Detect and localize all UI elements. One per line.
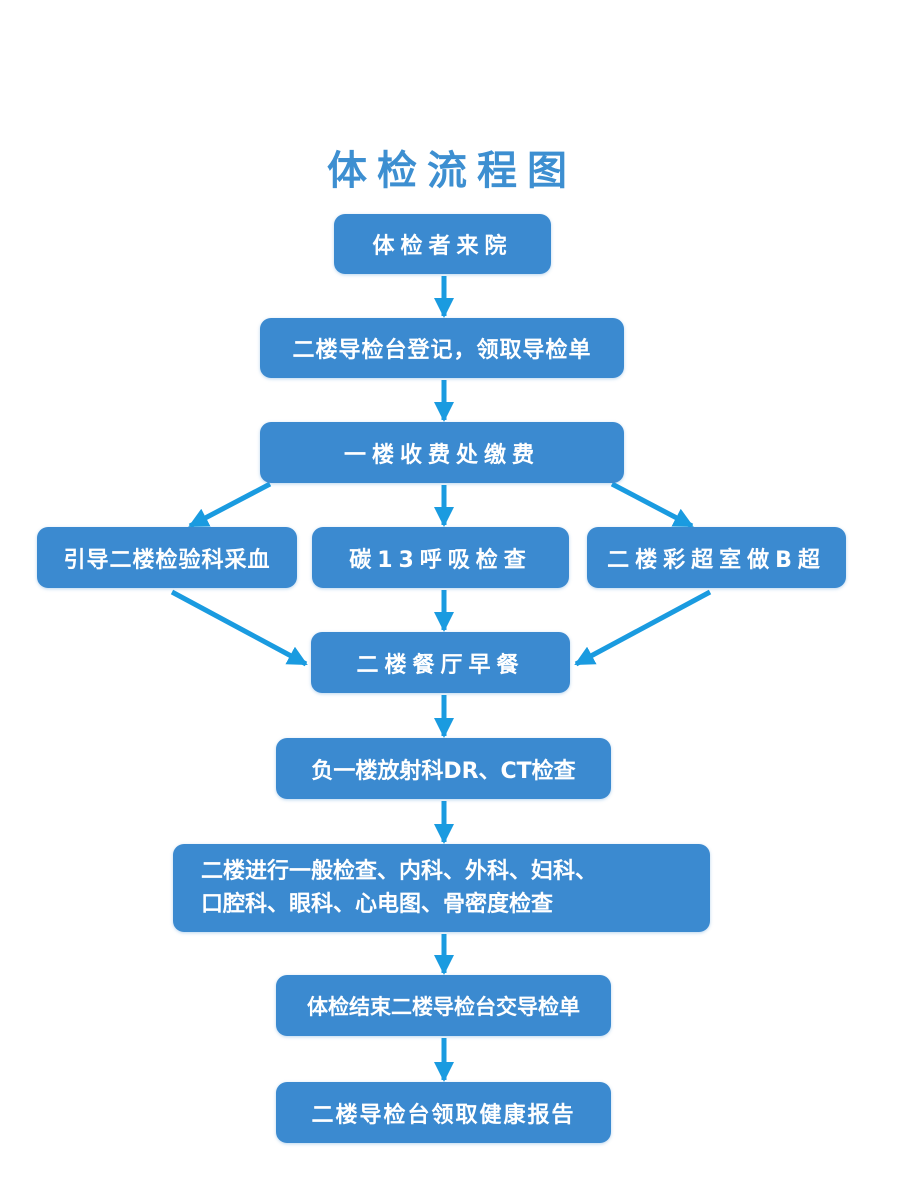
step-radiology: 负一楼放射科DR、CT检查 [276,738,611,799]
step-label-line-1: 二楼进行一般检查、内科、外科、妇科、 [201,859,598,884]
step-label: 二楼导检台登记，领取导检单 [292,338,592,363]
step-arrive: 体检者来院 [334,214,551,274]
step-label-line-2: 口腔科、眼科、心电图、骨密度检查 [201,892,554,917]
step-label: 二楼餐厅早餐 [356,652,525,678]
step-report: 二楼导检台领取健康报告 [276,1082,611,1143]
step-general: 二楼进行一般检查、内科、外科、妇科、 口腔科、眼科、心电图、骨密度检查 [173,844,710,932]
step-label: 一楼收费处缴费 [343,442,540,468]
step-label: 碳13呼吸检查 [349,547,532,573]
step-breakfast: 二楼餐厅早餐 [311,632,570,693]
step-breath: 碳13呼吸检查 [312,527,569,588]
step-label: 负一楼放射科DR、CT检查 [311,758,576,784]
step-finish: 体检结束二楼导检台交导检单 [276,975,611,1036]
arrow-ultrasound-breakfast [574,589,712,667]
step-payment: 一楼收费处缴费 [260,422,624,483]
step-ultrasound: 二楼彩超室做B超 [587,527,846,588]
diagram-title: 体检流程图 [327,148,577,194]
step-label: 体检者来院 [372,234,513,259]
step-label: 二楼彩超室做B超 [607,547,826,573]
step-label: 二楼导检台领取健康报告 [311,1102,576,1128]
step-blood: 引导二楼检验科采血 [37,527,297,588]
step-label: 体检结束二楼导检台交导检单 [307,994,580,1019]
arrow-blood-breakfast [170,589,308,667]
step-label: 引导二楼检验科采血 [63,547,271,573]
arrow-payment-blood [188,481,272,529]
step-register: 二楼导检台登记，领取导检单 [260,318,624,378]
arrow-payment-ultrasound [610,481,694,529]
